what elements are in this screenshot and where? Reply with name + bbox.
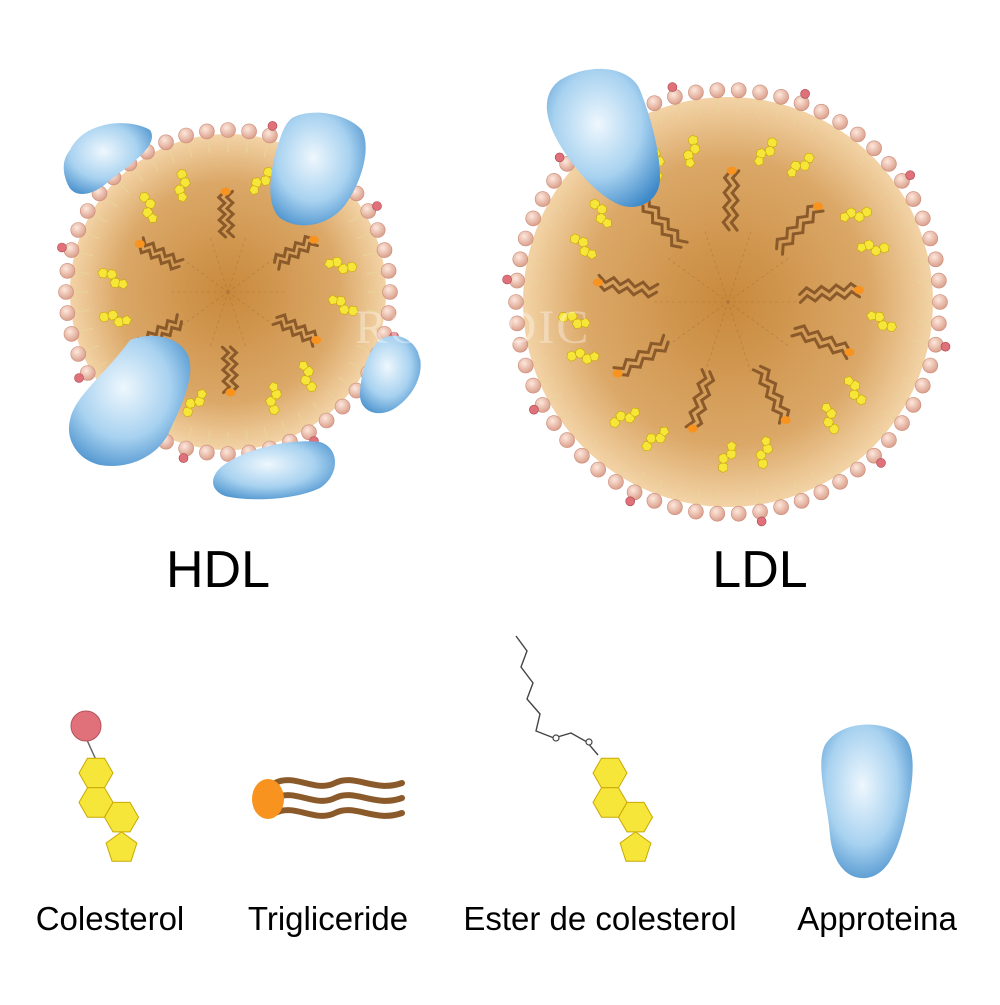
hdl-particle xyxy=(57,112,421,500)
triglyceride-icon xyxy=(252,777,405,819)
hdl-apoprotein-1 xyxy=(63,123,152,195)
hdl-apoprotein-3 xyxy=(68,335,191,466)
cholesterol-ester-icon xyxy=(515,635,654,862)
hdl-label: HDL xyxy=(165,541,271,599)
ldl-particle xyxy=(502,68,951,527)
legend-label-ester: Ester de colesterol xyxy=(463,900,737,937)
ldl-label: LDL xyxy=(712,541,808,599)
legend-label-trigliceride: Trigliceride xyxy=(247,900,409,937)
cholesterol-icon xyxy=(70,710,140,862)
hdl-apoprotein-5 xyxy=(213,441,335,500)
hdl-apoprotein-4 xyxy=(360,335,421,414)
hdl-inner-molecules xyxy=(97,166,359,418)
apoprotein-icon xyxy=(821,724,913,879)
hdl-apoprotein-2 xyxy=(270,112,366,226)
ldl-phospholipid-heads xyxy=(502,82,951,527)
watermark-url: www.romedic.ro xyxy=(418,350,497,362)
ldl-apoprotein xyxy=(546,68,660,207)
ldl-inner-molecules xyxy=(557,134,897,473)
legend-label-approteina: Approteina xyxy=(797,900,957,937)
watermark-logo: ROMEDIC xyxy=(355,301,591,354)
legend-label-colesterol: Colesterol xyxy=(35,900,185,937)
